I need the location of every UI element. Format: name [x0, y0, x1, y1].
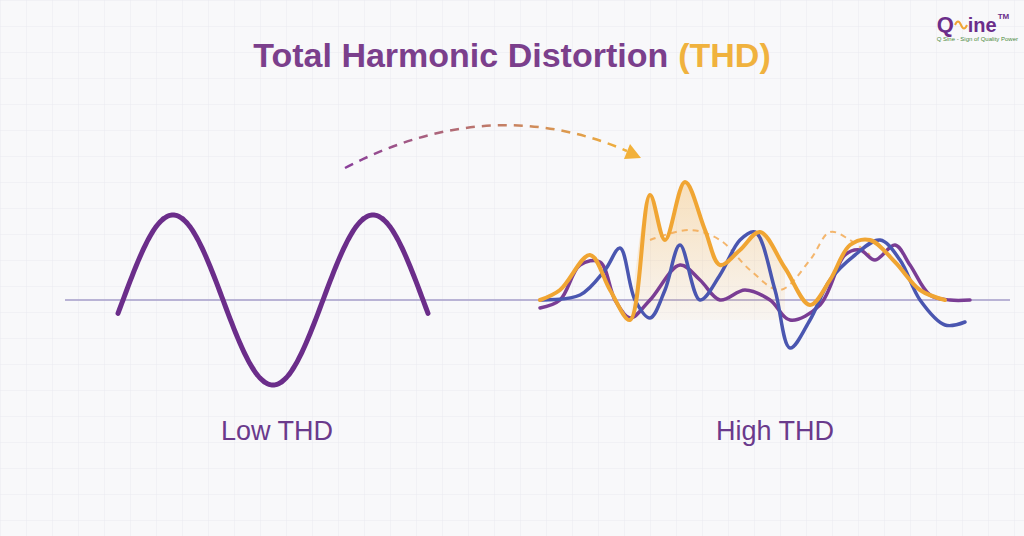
- logo-text: ine: [968, 14, 997, 37]
- logo-letter: Q: [937, 12, 954, 38]
- title-abbreviation: (THD): [678, 36, 771, 75]
- caption-holder: Low THD: [127, 416, 427, 447]
- logo-tagline: Q Sine - Sign of Quality Power: [937, 36, 1018, 42]
- title: Total Harmonic Distortion: [253, 36, 668, 75]
- logo-sine-path: [955, 22, 967, 29]
- baseline: [65, 299, 1010, 301]
- transition-arrow: [345, 125, 627, 168]
- arrow-head: [624, 144, 641, 159]
- logo-sine: [954, 18, 968, 32]
- caption-holder: High THD: [625, 416, 925, 447]
- distorted-wave-blue: [540, 232, 965, 348]
- trademark: TM: [998, 12, 1010, 21]
- distorted-wave-orange: [540, 182, 945, 320]
- logo: QineTMQ Sine - Sign of Quality Power: [937, 12, 1018, 42]
- title-row: Total Harmonic Distortion (THD): [0, 36, 1024, 75]
- logo-row: QineTM: [937, 12, 1018, 38]
- high-thd-label: High THD: [716, 416, 834, 446]
- low-thd-label: Low THD: [221, 416, 333, 446]
- pure-sine-wave: [118, 215, 428, 385]
